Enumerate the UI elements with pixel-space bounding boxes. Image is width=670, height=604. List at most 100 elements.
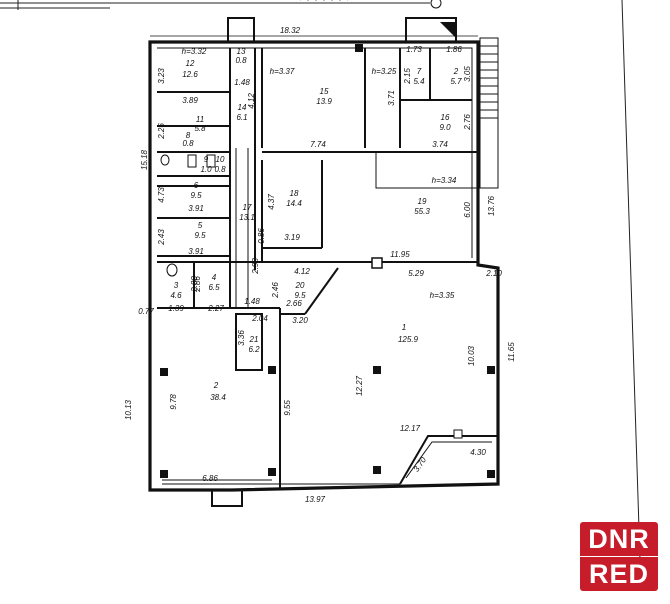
ventilation-shaft (227, 17, 255, 43)
room-number: 2 (453, 67, 459, 76)
stair-steps (480, 45, 498, 119)
dim-label: 2.98 (251, 258, 260, 275)
dim-label: 9.78 (169, 394, 178, 410)
room-area: 38.4 (210, 393, 226, 402)
top-dimension: 18.32 (280, 26, 301, 35)
room-number: 11 (196, 115, 204, 124)
sink-fixture (160, 154, 170, 166)
dim-label: 3.20 (292, 316, 308, 325)
room-area: 0.8 (182, 139, 194, 148)
room-area: 0.8 (214, 165, 226, 174)
room-area: 1.0 (200, 165, 212, 174)
sink-fixture (166, 263, 178, 277)
dim-label: 3.71 (387, 90, 396, 106)
dim-label: 2.46 (271, 282, 280, 299)
room-area: 9.5 (194, 231, 206, 240)
dim-label: 2.04 (251, 314, 268, 323)
window-line (162, 479, 400, 485)
outer-wall (148, 40, 500, 492)
height-label: h=3.34 (432, 176, 457, 185)
dim-label: 15.18 (140, 149, 149, 170)
height-label: h=3.37 (270, 67, 295, 76)
column (373, 366, 381, 374)
room-area: 0.8 (235, 56, 247, 65)
room-labels: 1 125.9 2 38.4 3 4.6 4 6.5 5 9.5 6 9.5 7… (170, 47, 462, 402)
room-number: 2 (213, 381, 219, 390)
room-area: 9.5 (190, 191, 202, 200)
room-number: 21 (249, 335, 259, 344)
height-label: h=3.35 (430, 291, 455, 300)
room-area: 5.4 (413, 77, 425, 86)
room-area: 5.7 (450, 77, 462, 86)
dim-label: 1.73 (406, 45, 422, 54)
dim-label: 2.88 (190, 276, 199, 293)
room-area: 9.0 (439, 123, 451, 132)
room-number: 16 (441, 113, 450, 122)
column (355, 44, 363, 52)
dim-label: 4.37 (267, 194, 276, 210)
watermark-logo: DNR RED (580, 522, 658, 591)
dim-label: 13.76 (487, 195, 496, 216)
room-area: 6.5 (208, 283, 220, 292)
room-number: 20 (295, 281, 305, 290)
dim-label: 2.43 (157, 229, 166, 246)
dim-label: 0.86 (257, 228, 266, 244)
dim-label: 6.86 (202, 474, 218, 483)
room-number: 19 (418, 197, 427, 206)
dim-label: 11.95 (390, 250, 410, 259)
room-number: 5 (198, 221, 203, 230)
room-number: 12 (186, 59, 195, 68)
room-area: 6.2 (248, 345, 260, 354)
room-area: 12.6 (182, 70, 198, 79)
dimension-labels: 1.73 1.86 3.23 3.89 2.26 15.18 4.73 3.91… (124, 45, 516, 504)
column (160, 368, 168, 376)
column (373, 466, 381, 474)
dim-label: 2.76 (463, 114, 472, 131)
ceiling-heights: h=3.32 h=3.37 h=3.25 h=3.34 h=3.35 (182, 47, 457, 300)
room-number: 9 (204, 155, 209, 164)
dim-label: 2.27 (207, 304, 224, 313)
room-number: 8 (186, 131, 191, 140)
column (453, 429, 463, 439)
room-area: 6.1 (236, 113, 247, 122)
wc-fixture (206, 154, 216, 168)
column (487, 470, 495, 478)
room-number: 4 (212, 273, 217, 282)
column (268, 468, 276, 476)
dim-label: 2.86 (193, 276, 202, 293)
corridor-wall (235, 148, 478, 308)
height-label: h=3.25 (372, 67, 397, 76)
bay-window-wall (399, 435, 498, 485)
logo-line-2: RED (580, 557, 658, 591)
interior-wall (157, 48, 478, 490)
column (487, 366, 495, 374)
room-number: 14 (238, 103, 247, 112)
dim-label: 0.77 (138, 307, 154, 316)
dim-label: 3.36 (237, 330, 246, 346)
dim-label: 1.48 (244, 297, 260, 306)
dim-label: 10.13 (124, 399, 133, 420)
dim-label: 13.97 (305, 495, 326, 504)
room-number: 1 (402, 323, 406, 332)
room-area: 5.8 (194, 124, 206, 133)
room-area: 125.9 (398, 335, 419, 344)
room-number: 7 (417, 67, 422, 76)
dim-label: 2.15 (403, 68, 412, 85)
room-number: 10 (216, 155, 225, 164)
entrance-stub (211, 489, 243, 507)
dim-label: 2.10 (485, 269, 502, 278)
bay-window-inner (405, 441, 492, 479)
room-area: 13.9 (316, 97, 332, 106)
dim-label: 3.89 (182, 96, 198, 105)
right-margin-line (621, 0, 641, 561)
interior-wall (235, 313, 263, 371)
dim-label: 4.12 (294, 267, 310, 276)
dim-label: 3.19 (284, 233, 300, 242)
dim-label: 4.73 (157, 187, 166, 203)
dim-label: 4.12 (247, 93, 256, 109)
room-number: 6 (194, 181, 199, 190)
column (371, 257, 383, 269)
dim-label: 2.66 (285, 299, 302, 308)
column (268, 366, 276, 374)
dim-label: 12.17 (400, 424, 421, 433)
